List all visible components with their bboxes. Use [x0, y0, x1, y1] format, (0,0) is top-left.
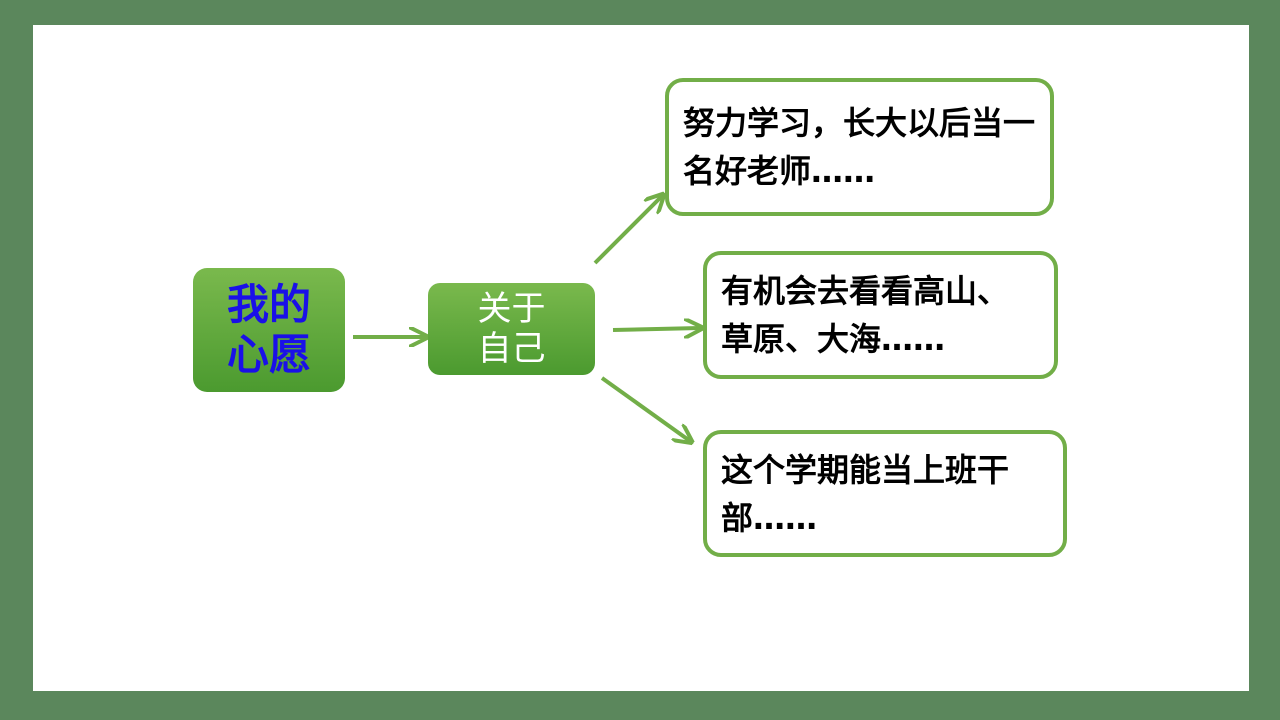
wish-node-1: 努力学习，长大以后当一名好老师……: [665, 78, 1054, 216]
wish-node-label: 这个学期能当上班干部……: [721, 450, 1010, 537]
wish-node-2: 有机会去看看高山、草原、大海……: [703, 251, 1058, 379]
arrow-topic-to-wish-2: [612, 328, 700, 330]
wish-node-label: 努力学习，长大以后当一名好老师……: [683, 104, 1036, 190]
root-node-label: 我的心愿: [226, 280, 311, 379]
root-node: 我的心愿: [193, 268, 345, 392]
topic-node-label: 关于自己: [477, 289, 546, 369]
topic-node: 关于自己: [428, 283, 595, 375]
arrow-topic-to-wish-3: [600, 376, 690, 441]
arrow-topic-to-wish-1: [593, 196, 662, 265]
wish-node-label: 有机会去看看高山、草原、大海……: [721, 272, 1010, 358]
wish-node-3: 这个学期能当上班干部……: [703, 430, 1067, 557]
